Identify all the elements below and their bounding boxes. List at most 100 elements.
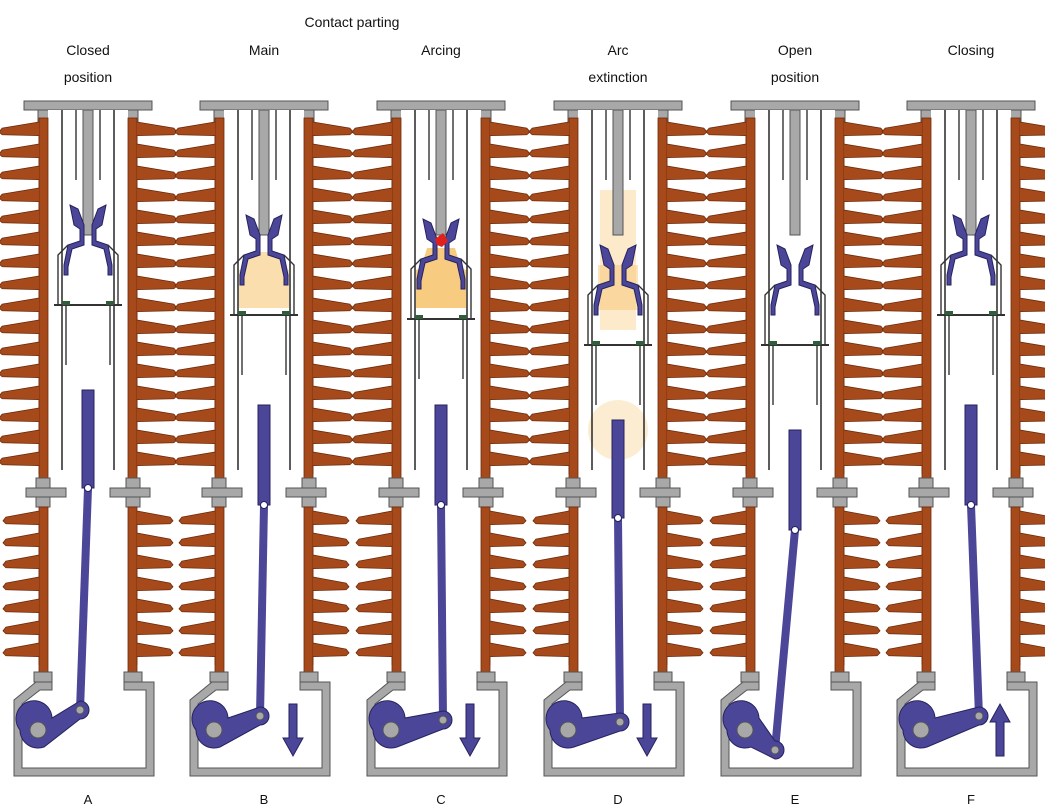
lower-insulator-right-sheds: [313, 511, 349, 665]
mid-flange-upper-left: [566, 478, 580, 488]
arrow-down-icon: [637, 704, 657, 756]
mid-flange-lower-left: [389, 497, 403, 507]
valve-right: [636, 341, 644, 345]
upper-insulator-left-core: [215, 118, 224, 480]
stage-panels: ClosedpositionAMainBArcingCArcextinction…: [0, 42, 1045, 807]
upper-insulator-right-core: [128, 118, 137, 480]
mid-flange-left: [733, 488, 773, 497]
mid-flange-upper-right: [656, 478, 670, 488]
stage-title-f: Closing: [948, 42, 995, 58]
mid-flange-lower-right: [479, 497, 493, 507]
lower-insulator-left-sheds: [179, 511, 215, 665]
mid-flange-left: [556, 488, 596, 497]
lower-insulator-right-sheds: [490, 511, 526, 665]
mid-flange-upper-right: [302, 478, 316, 488]
arrow-down-icon: [460, 704, 480, 756]
lower-insulator-left-sheds: [3, 511, 39, 665]
mid-flange-lower-left: [743, 497, 757, 507]
mid-flange-lower-left: [212, 497, 226, 507]
mid-flange-lower-right: [126, 497, 140, 507]
rod-pin: [968, 502, 975, 509]
operating-rod: [82, 390, 94, 488]
lower-insulator-left-core: [922, 507, 931, 672]
lower-insulator-right-core: [304, 507, 313, 672]
stage-title-d: extinction: [588, 69, 647, 85]
mid-flange-lower-left: [36, 497, 50, 507]
lower-insulator-right-sheds: [844, 511, 880, 665]
operating-rod: [789, 430, 801, 530]
mid-flange-upper-right: [833, 478, 847, 488]
operating-rod: [965, 405, 977, 505]
bottom-flange-left: [917, 672, 935, 682]
upper-insulator-right-sheds: [137, 122, 177, 474]
lower-insulator-right-sheds: [667, 511, 703, 665]
mid-flange-right: [110, 488, 150, 497]
fixed-contact: [613, 110, 623, 235]
lower-insulator-right-sheds: [1020, 511, 1045, 665]
stage-title-d: Arc: [608, 42, 629, 58]
stage-letter-c: C: [436, 792, 445, 807]
mid-flange-lower-right: [656, 497, 670, 507]
bottom-flange-left: [210, 672, 228, 682]
stage-title-e: position: [771, 69, 819, 85]
upper-insulator-left-sheds: [529, 122, 569, 474]
bottom-flange-left: [387, 672, 405, 682]
valve-right: [282, 311, 290, 315]
valve-right: [813, 341, 821, 345]
stage-title-e: Open: [778, 42, 812, 58]
rod-pin: [438, 502, 445, 509]
rod-pin: [615, 515, 622, 522]
mid-flange-upper-left: [919, 478, 933, 488]
bottom-flange-right: [477, 672, 495, 682]
connecting-link: [80, 488, 88, 710]
lower-insulator-right-core: [658, 507, 667, 672]
upper-insulator-right-core: [1011, 118, 1020, 480]
crank-shaft: [206, 722, 222, 738]
upper-insulator-right-core: [304, 118, 313, 480]
bottom-flange-right: [1007, 672, 1025, 682]
upper-insulator-right-sheds: [1020, 122, 1045, 474]
top-cap: [554, 101, 682, 110]
lower-insulator-left-sheds: [886, 511, 922, 665]
top-cap: [24, 101, 152, 110]
crank-pin: [771, 746, 779, 754]
mid-flange-upper-left: [36, 478, 50, 488]
lower-insulator-left-core: [215, 507, 224, 672]
bottom-flange-right: [300, 672, 318, 682]
mid-flange-left: [909, 488, 949, 497]
fixed-contact: [259, 110, 269, 235]
top-cap: [377, 101, 505, 110]
lower-insulator-left-core: [392, 507, 401, 672]
connecting-link: [971, 505, 979, 716]
upper-insulator-left-core: [922, 118, 931, 480]
mid-flange-lower-right: [833, 497, 847, 507]
lower-insulator-right-core: [128, 507, 137, 672]
stage-d: ArcextinctionD: [529, 42, 707, 807]
stage-title-a: position: [64, 69, 112, 85]
lower-insulator-left-sheds: [710, 511, 746, 665]
lower-insulator-left-sheds: [533, 511, 569, 665]
bottom-flange-left: [564, 672, 582, 682]
mid-flange-upper-left: [389, 478, 403, 488]
upper-insulator-right-sheds: [313, 122, 353, 474]
upper-insulator-left-sheds: [352, 122, 392, 474]
bottom-flange-right: [831, 672, 849, 682]
top-cap: [731, 101, 859, 110]
valve-right: [989, 311, 997, 315]
mid-flange-lower-right: [302, 497, 316, 507]
stage-letter-a: A: [84, 792, 93, 807]
operating-rod: [612, 420, 624, 518]
mid-flange-upper-left: [743, 478, 757, 488]
upper-insulator-left-sheds: [175, 122, 215, 474]
mid-flange-left: [379, 488, 419, 497]
mid-flange-right: [286, 488, 326, 497]
lower-insulator-left-core: [39, 507, 48, 672]
crank-lever: [899, 701, 988, 748]
upper-insulator-left-core: [392, 118, 401, 480]
mid-flange-lower-right: [1009, 497, 1023, 507]
lower-insulator-right-core: [481, 507, 490, 672]
